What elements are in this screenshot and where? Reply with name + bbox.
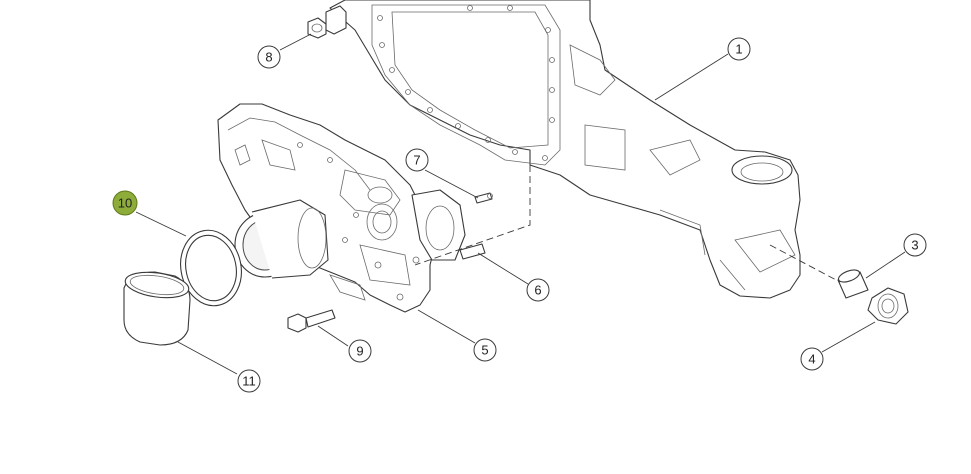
svg-text:7: 7 (413, 153, 420, 168)
leader-lines (135, 33, 906, 375)
svg-text:1: 1 (735, 42, 742, 57)
nut-part-4[interactable] (867, 287, 909, 325)
callout-3[interactable]: 3 (903, 233, 927, 257)
axle-housing-part[interactable] (329, 0, 801, 299)
bushing-part-3[interactable] (837, 268, 869, 299)
dowel-part-6[interactable] (459, 243, 486, 260)
svg-text:10: 10 (118, 196, 132, 211)
callout-11[interactable]: 11 (237, 369, 261, 393)
callout-8[interactable]: 8 (257, 45, 281, 69)
svg-text:3: 3 (911, 238, 918, 253)
pin-part-7[interactable] (474, 192, 493, 204)
callout-10[interactable]: 10 (112, 190, 138, 216)
callout-6[interactable]: 6 (526, 278, 550, 302)
svg-text:11: 11 (242, 374, 256, 389)
callout-1[interactable]: 1 (727, 37, 751, 61)
part-8-bushing[interactable] (307, 5, 347, 39)
seal-ring-part[interactable] (174, 225, 248, 312)
svg-text:4: 4 (808, 352, 815, 367)
svg-text:5: 5 (481, 343, 488, 358)
svg-text:9: 9 (356, 344, 363, 359)
callout-4[interactable]: 4 (800, 347, 824, 371)
callout-7[interactable]: 7 (405, 148, 429, 172)
bearing-race-part[interactable] (123, 269, 191, 346)
hub-carrier-part[interactable] (217, 103, 466, 313)
assembly-lines (414, 165, 841, 283)
svg-text:6: 6 (534, 283, 541, 298)
callout-5[interactable]: 5 (473, 338, 497, 362)
callout-9[interactable]: 9 (348, 339, 372, 363)
bolt-part-9[interactable] (287, 309, 336, 333)
svg-text:8: 8 (265, 50, 272, 65)
